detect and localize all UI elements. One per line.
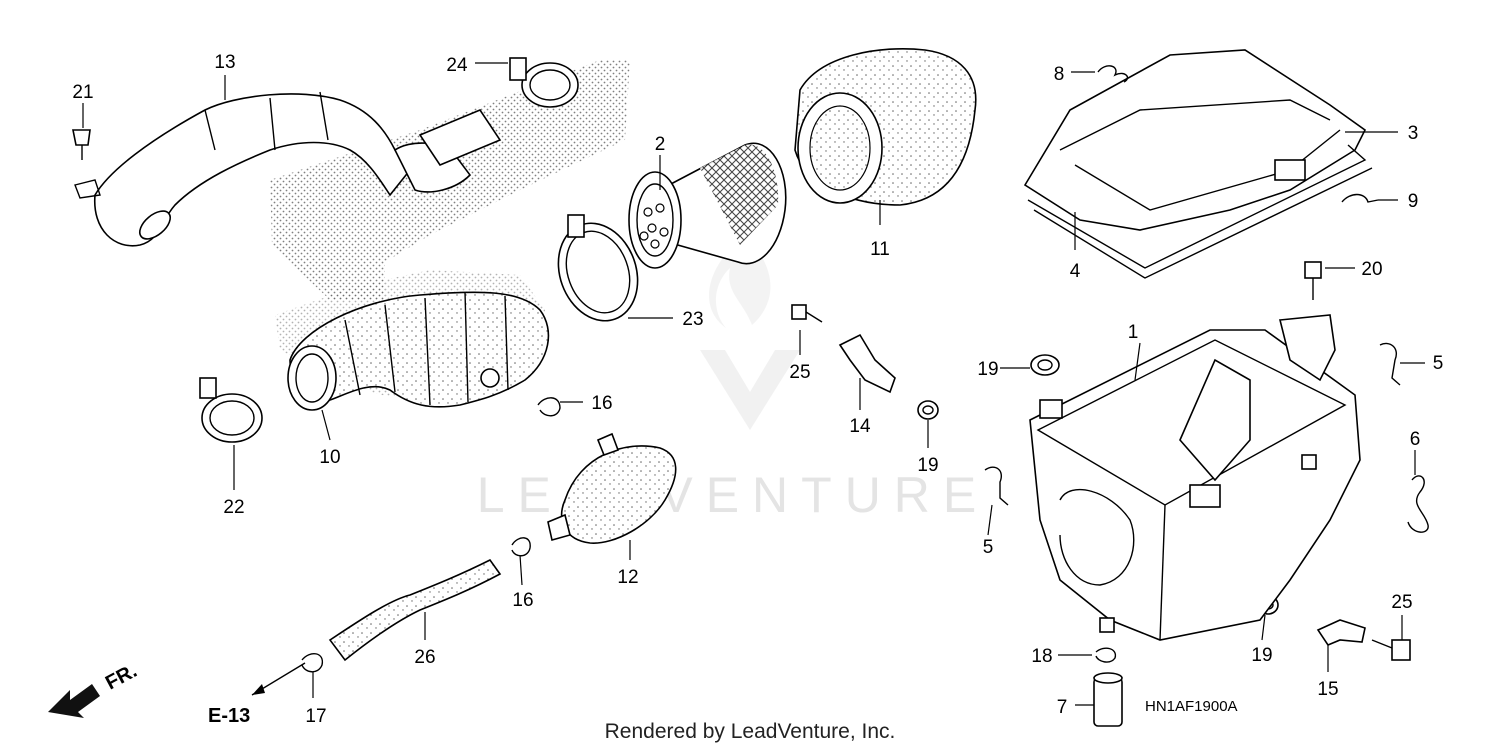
label-26[interactable]: 26 xyxy=(414,647,435,668)
label-16-lower[interactable]: 16 xyxy=(512,590,533,611)
part-6-spring xyxy=(1407,475,1429,533)
part-18-clip xyxy=(1095,647,1117,663)
part-5-clip-left xyxy=(984,466,1009,506)
label-11[interactable]: 11 xyxy=(870,239,890,260)
part-cover-seal xyxy=(1027,144,1373,279)
part-air-cleaner-case xyxy=(1029,314,1361,641)
part-16-clip-b xyxy=(511,537,531,557)
part-5-clip-right xyxy=(1379,342,1401,386)
part-filter-element xyxy=(628,142,787,269)
label-20[interactable]: 20 xyxy=(1361,259,1382,280)
label-18[interactable]: 18 xyxy=(1031,646,1052,667)
label-25-lower[interactable]: 25 xyxy=(1391,592,1412,613)
part-20-bolt xyxy=(1304,261,1322,300)
part-8-clip xyxy=(1097,65,1129,83)
footer-credit: Rendered by LeadVenture, Inc. xyxy=(605,720,896,743)
label-15[interactable]: 15 xyxy=(1317,679,1338,700)
label-22[interactable]: 22 xyxy=(223,497,244,518)
ref-code[interactable]: E-13 xyxy=(208,705,250,727)
ref-arrow-head xyxy=(252,684,265,695)
part-22-clamp xyxy=(199,377,263,443)
label-17[interactable]: 17 xyxy=(305,706,326,727)
part-connecting-hose xyxy=(287,291,550,411)
label-13[interactable]: 13 xyxy=(214,52,235,73)
label-16-upper[interactable]: 16 xyxy=(591,393,612,414)
label-1[interactable]: 1 xyxy=(1128,322,1139,343)
label-4[interactable]: 4 xyxy=(1070,261,1081,282)
label-12[interactable]: 12 xyxy=(617,567,638,588)
label-2[interactable]: 2 xyxy=(655,134,666,155)
label-25-upper[interactable]: 25 xyxy=(789,362,810,383)
leader-lines xyxy=(82,62,1425,706)
label-19-lower[interactable]: 19 xyxy=(1251,645,1272,666)
part-19-grommet-a xyxy=(1030,354,1060,376)
label-23[interactable]: 23 xyxy=(682,309,703,330)
part-drain-chamber xyxy=(547,432,677,544)
part-labels: 1 2 3 4 5 5 6 7 8 9 10 11 12 13 14 15 16… xyxy=(72,52,1443,727)
label-9[interactable]: 9 xyxy=(1408,191,1419,212)
front-arrow: FR. xyxy=(48,660,141,718)
label-5-right[interactable]: 5 xyxy=(1433,353,1444,374)
part-14-bracket xyxy=(838,333,896,394)
watermark-text: LEADVENTURE xyxy=(477,467,990,523)
part-air-cleaner-cover xyxy=(1023,49,1367,231)
part-foam-element xyxy=(794,47,977,206)
label-5-left[interactable]: 5 xyxy=(983,537,994,558)
part-9-clip xyxy=(1341,193,1379,203)
label-14[interactable]: 14 xyxy=(849,416,871,437)
part-21-clip xyxy=(72,129,91,160)
part-25-bolt-upper xyxy=(791,304,823,323)
part-intake-duct xyxy=(74,91,502,247)
part-24-clamp xyxy=(509,57,579,108)
label-19-upper[interactable]: 19 xyxy=(977,359,998,380)
part-17-clip xyxy=(301,653,324,673)
label-8[interactable]: 8 xyxy=(1054,64,1065,85)
part-7-drain-plug xyxy=(1093,672,1123,727)
part-23-clamp xyxy=(557,214,639,322)
part-16-clip-a xyxy=(537,397,561,417)
label-24[interactable]: 24 xyxy=(446,55,468,76)
part-19-grommet-b xyxy=(917,400,939,420)
diagram-code: HN1AF1900A xyxy=(1145,698,1238,715)
label-6[interactable]: 6 xyxy=(1410,429,1421,450)
label-7[interactable]: 7 xyxy=(1057,697,1068,718)
label-21[interactable]: 21 xyxy=(72,82,93,103)
part-15-bracket xyxy=(1316,619,1366,646)
label-3[interactable]: 3 xyxy=(1408,123,1419,144)
part-25-bolt-lower xyxy=(1371,639,1411,661)
label-19-middle[interactable]: 19 xyxy=(917,455,938,476)
front-marker: FR. xyxy=(102,660,141,695)
label-10[interactable]: 10 xyxy=(319,447,340,468)
part-26-tube xyxy=(328,558,502,662)
